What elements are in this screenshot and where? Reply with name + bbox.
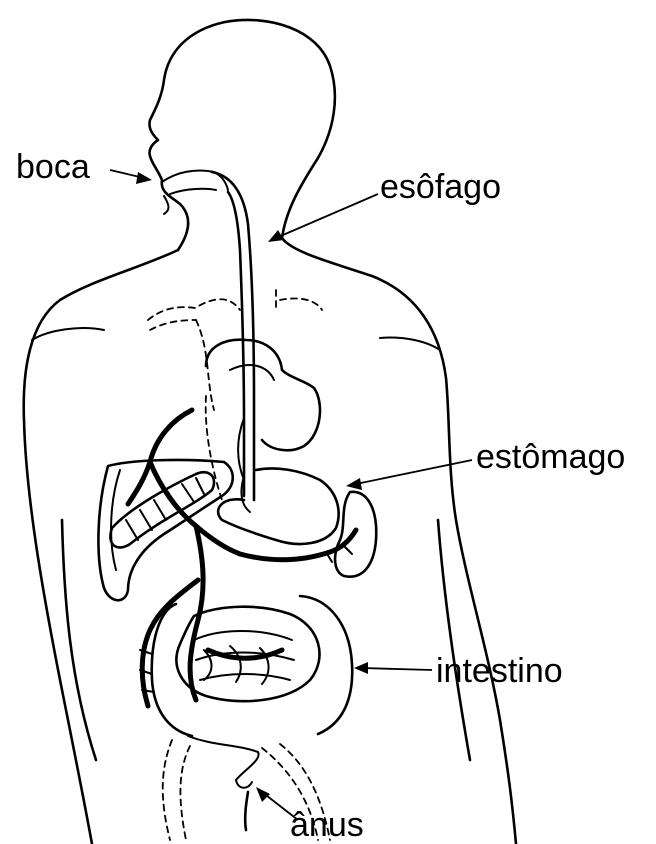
- dashed-guides: [148, 290, 330, 840]
- blood-vessels: [128, 410, 356, 706]
- stomach: [218, 468, 338, 544]
- label-esofago: esôfago: [380, 168, 501, 206]
- mouth-esophagus: [162, 170, 254, 500]
- small-intestine: [152, 596, 352, 780]
- label-intestino: intestino: [436, 652, 563, 690]
- label-anus: ânus: [290, 806, 364, 844]
- anus-area: [236, 780, 252, 830]
- label-estomago: estômago: [476, 438, 625, 476]
- body-outline: [24, 20, 516, 844]
- leader-lines: [110, 170, 472, 820]
- label-boca: boca: [16, 148, 90, 186]
- liver: [98, 460, 232, 600]
- upper-organ: [206, 340, 320, 451]
